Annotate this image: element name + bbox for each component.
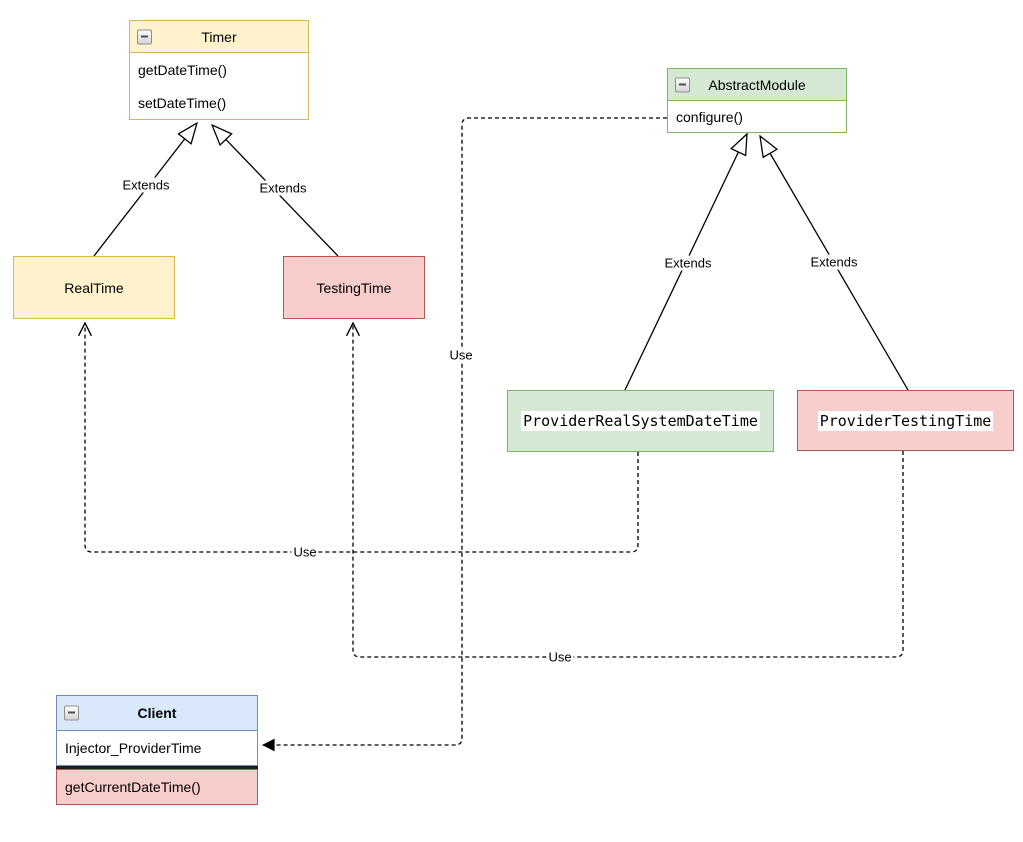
class-client[interactable]: Client Injector_ProviderTime <box>56 695 258 766</box>
edge-providerreal-use-realtime[interactable] <box>85 323 639 553</box>
class-abstractmodule-header[interactable]: AbstractModule <box>668 69 846 101</box>
class-client-title: Client <box>137 705 177 721</box>
edge-label-extends[interactable]: Extends <box>808 254 860 270</box>
collapse-minus-icon[interactable] <box>675 77 690 92</box>
client-section-divider <box>56 766 258 769</box>
class-client-header[interactable]: Client <box>57 696 257 731</box>
collapse-minus-icon[interactable] <box>137 29 152 44</box>
class-realtime-title: RealTime <box>64 279 124 296</box>
timer-method-setdatetime[interactable]: setDateTime() <box>130 87 308 119</box>
edge-label-extends[interactable]: Extends <box>662 255 714 271</box>
edge-label-use[interactable]: Use <box>447 347 475 363</box>
edge-label-use[interactable]: Use <box>546 649 574 665</box>
edge-label-extends[interactable]: Extends <box>257 180 309 196</box>
timer-method-getdatetime[interactable]: getDateTime() <box>130 53 308 87</box>
class-abstractmodule[interactable]: AbstractModule configure() <box>667 68 847 133</box>
collapse-minus-icon[interactable] <box>64 705 79 721</box>
abstractmodule-method-configure[interactable]: configure() <box>668 101 846 132</box>
client-method-getcurrentdatetime[interactable]: getCurrentDateTime() <box>56 769 258 805</box>
class-testingtime-title: TestingTime <box>316 279 392 296</box>
client-attribute-injector-providertime[interactable]: Injector_ProviderTime <box>57 731 257 765</box>
class-provider-real-system-datetime-title: ProviderRealSystemDateTime <box>521 411 760 431</box>
client-method-label: getCurrentDateTime() <box>65 779 201 795</box>
class-provider-real-system-datetime[interactable]: ProviderRealSystemDateTime <box>507 390 774 452</box>
class-realtime[interactable]: RealTime <box>13 256 175 319</box>
class-timer[interactable]: Timer getDateTime() setDateTime() <box>129 20 309 120</box>
edge-label-use[interactable]: Use <box>291 544 319 560</box>
class-timer-title: Timer <box>201 28 237 45</box>
class-abstractmodule-title: AbstractModule <box>708 76 806 93</box>
edge-providertesting-use-testingtime[interactable] <box>353 323 904 658</box>
class-testingtime[interactable]: TestingTime <box>283 256 425 319</box>
class-timer-header[interactable]: Timer <box>130 21 308 53</box>
class-provider-testing-time-title: ProviderTestingTime <box>817 410 994 431</box>
class-provider-testing-time[interactable]: ProviderTestingTime <box>797 390 1014 451</box>
edge-label-extends[interactable]: Extends <box>120 177 172 193</box>
